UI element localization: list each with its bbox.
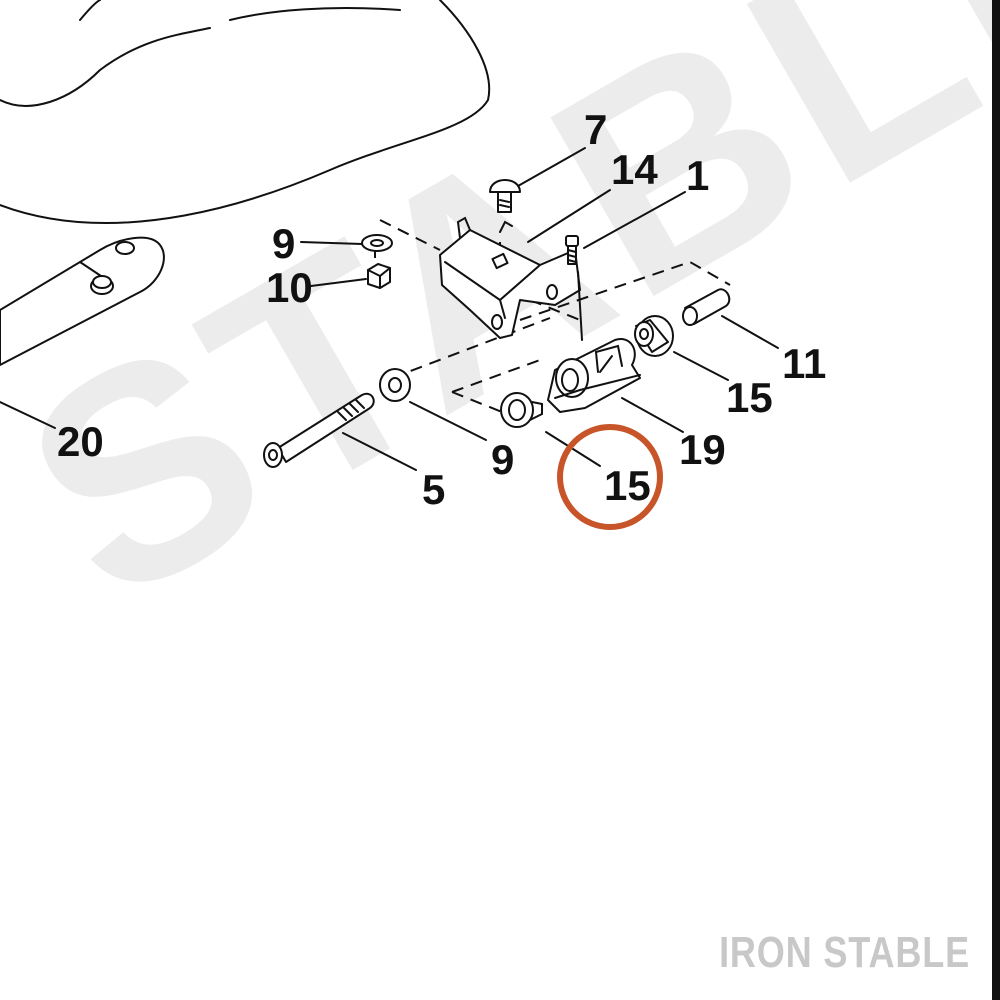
part-15-bushing-lower (500, 392, 543, 428)
callout-20: 20 (57, 418, 104, 465)
highlight-circle (557, 424, 663, 530)
callout-5: 5 (422, 466, 445, 513)
part-7-carriage-bolt (489, 179, 521, 213)
part-1-screw (565, 235, 583, 341)
part-9-washer-upper (361, 234, 393, 252)
callout-15-upper: 15 (726, 374, 773, 421)
part-14-bracket (439, 216, 581, 339)
part-5-long-bolt (263, 392, 375, 468)
part-15-bushing-upper (634, 315, 674, 357)
callout-1: 1 (686, 152, 709, 199)
right-edge-bar (992, 0, 1000, 1000)
part-20-seat-strap (0, 236, 165, 366)
callout-15-lower: 15 (604, 462, 651, 509)
callout-9-upper: 9 (272, 220, 295, 267)
callout-9-lower: 9 (491, 436, 514, 483)
leader-lines (0, 147, 779, 471)
part-9-washer-lower (379, 368, 411, 402)
brand-watermark: IRON STABLE (719, 928, 970, 977)
callout-10: 10 (266, 264, 313, 311)
callout-14: 14 (611, 146, 658, 193)
seat-outline (0, 0, 491, 224)
part-10-nut (367, 263, 391, 289)
callout-7: 7 (584, 106, 607, 153)
part-19-pivot-block (547, 338, 641, 413)
callout-11: 11 (782, 340, 826, 387)
callout-labels: 7 14 1 9 10 11 15 20 19 9 15 5 (57, 106, 826, 513)
part-11-pin (682, 288, 731, 326)
callout-19: 19 (679, 426, 726, 473)
